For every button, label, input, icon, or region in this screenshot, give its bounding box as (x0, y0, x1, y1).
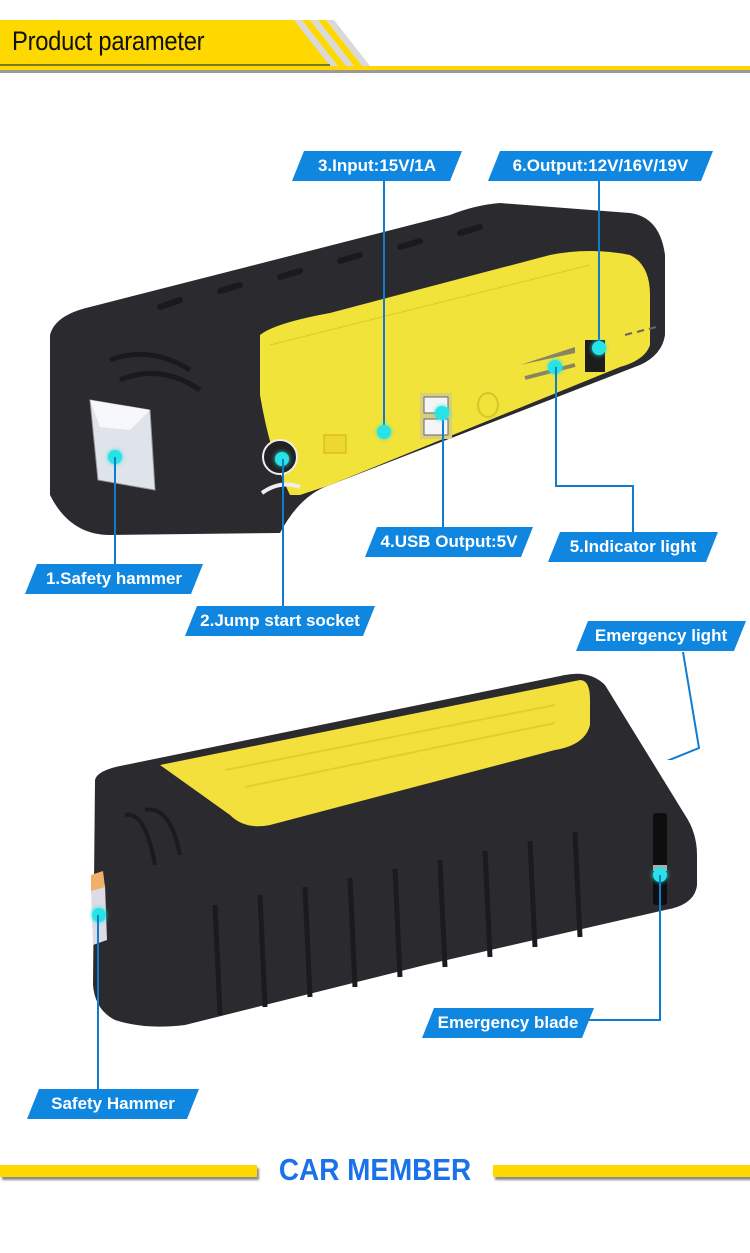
callout-usb-output: 4.USB Output:5V (365, 527, 533, 557)
callout-line-usb (442, 412, 444, 530)
callout-line-indicator-v2 (632, 485, 634, 532)
marker-dc-output (592, 341, 606, 355)
callout-line-emergency-light (666, 651, 701, 760)
footer-bar-left (0, 1165, 257, 1177)
callout-line-output (598, 181, 600, 346)
brand-logo: CAR MEMBER (278, 1152, 472, 1187)
header-divider (0, 66, 750, 70)
header-divider-dark (0, 64, 330, 67)
section-header: Product parameter (0, 0, 750, 80)
callout-line-indicator-v1 (555, 367, 557, 487)
callout-emergency-light: Emergency light (576, 621, 746, 651)
callout-line-input (383, 181, 385, 431)
marker-safety-hammer-side (92, 908, 106, 922)
callout-indicator-light: 5.Indicator light (548, 532, 718, 562)
callout-line-blade-v (659, 875, 661, 1021)
footer-bar-right (493, 1165, 750, 1177)
header-divider-shadow (0, 70, 750, 73)
callout-safety-hammer: 1.Safety hammer (25, 564, 203, 594)
header-stripes-decoration (294, 20, 370, 66)
jump-starter-side-view-image (91, 673, 697, 1027)
header-band (0, 20, 340, 65)
callout-output: 6.Output:12V/16V/19V (488, 151, 713, 181)
callout-line-indicator-h (555, 485, 634, 487)
callout-safety-hammer-side: Safety Hammer (27, 1089, 199, 1119)
jump-starter-top-view-image (50, 203, 665, 535)
callout-line-blade-h (578, 1019, 661, 1021)
callout-jump-start-socket: 2.Jump start socket (185, 606, 375, 636)
callout-emergency-blade: Emergency blade (422, 1008, 594, 1038)
callout-line-hammer (114, 457, 116, 564)
callout-line-jump-socket (282, 459, 284, 607)
page-title: Product parameter (12, 26, 205, 56)
callout-input: 3.Input:15V/1A (292, 151, 462, 181)
callout-line-hammer-side (97, 915, 99, 1090)
marker-input-port (377, 425, 391, 439)
marker-usb-port (435, 406, 449, 420)
